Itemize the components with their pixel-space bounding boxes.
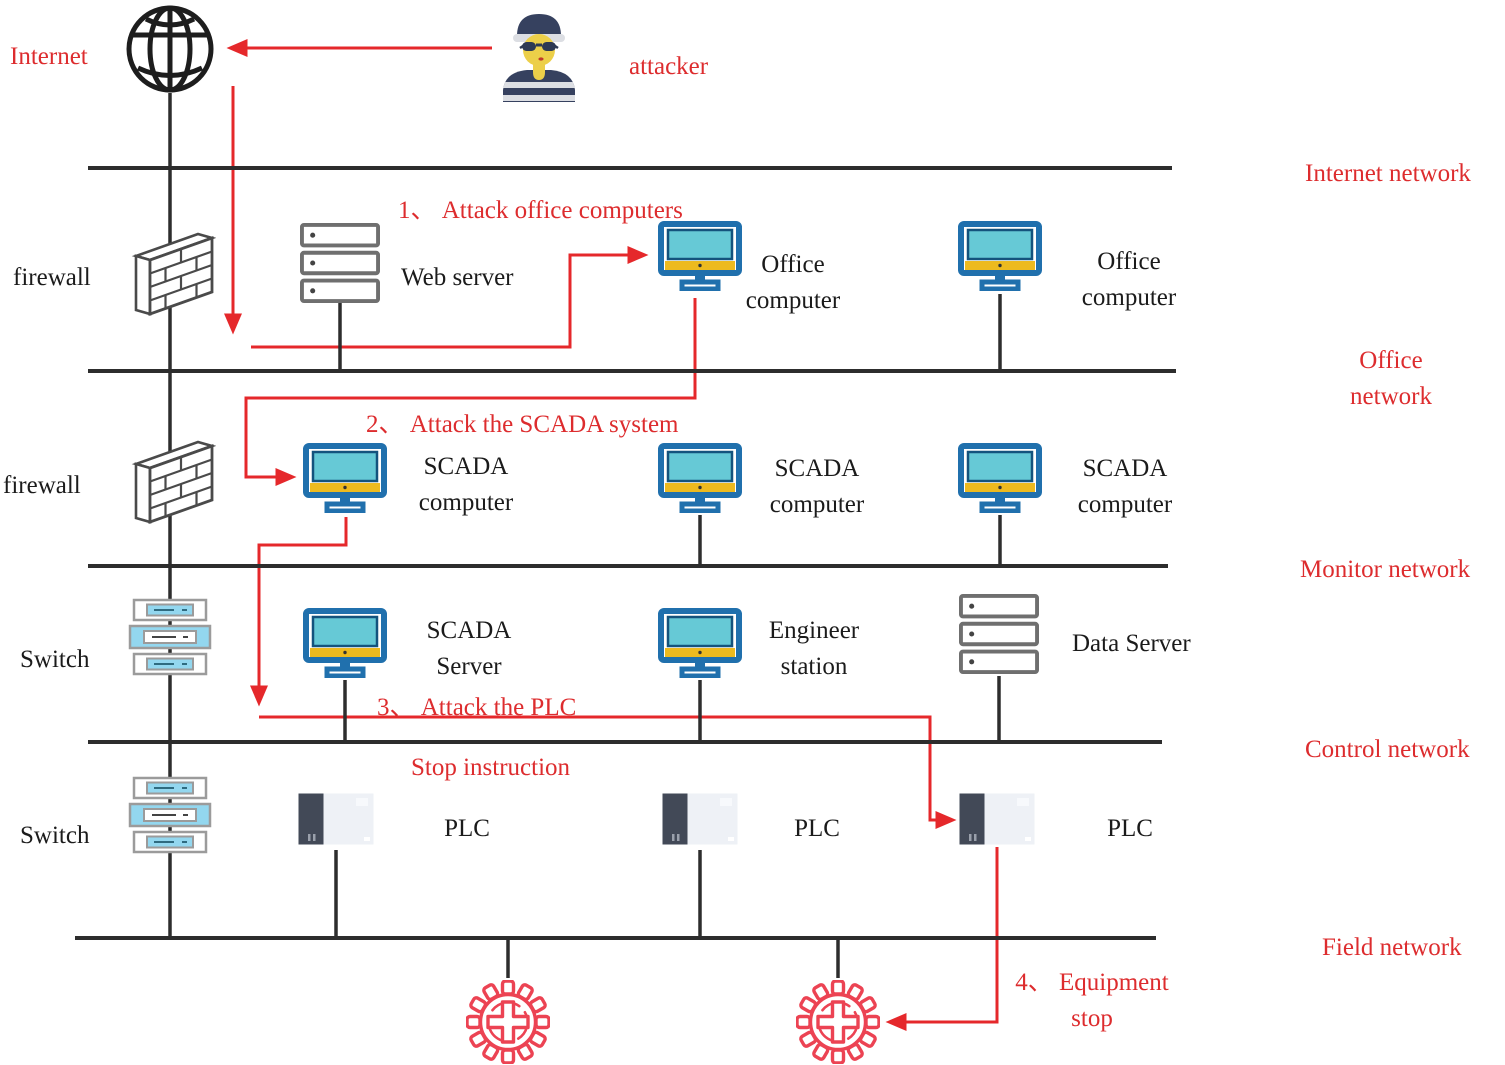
plc-1-label: PLC bbox=[444, 815, 490, 842]
scada-server-label: SCADA Server bbox=[426, 617, 512, 680]
attack-step4-label: 4、 Equipment stop bbox=[1015, 969, 1169, 1032]
attack-step3-label: 3、 Attack the PLC bbox=[377, 694, 577, 721]
firewall-icon bbox=[124, 222, 216, 318]
plc-3-label: PLC bbox=[1107, 815, 1153, 842]
office-computer-1-label: Office computer bbox=[745, 251, 841, 314]
engineer-station-label: Engineer station bbox=[768, 617, 860, 680]
plc-2-label: PLC bbox=[794, 815, 840, 842]
firewall-top-label: firewall bbox=[13, 264, 91, 291]
globe-icon bbox=[125, 4, 215, 94]
stop-instruction-label: Stop instruction bbox=[411, 754, 571, 781]
layer-label-control: Control network bbox=[1305, 736, 1470, 763]
gear-icon bbox=[466, 980, 550, 1064]
internet-label: Internet bbox=[10, 43, 88, 70]
plc-icon bbox=[959, 793, 1035, 845]
plc-icon bbox=[662, 793, 738, 845]
server-icon bbox=[299, 223, 381, 303]
layer-label-office: Office network bbox=[1350, 347, 1432, 410]
layer-label-monitor: Monitor network bbox=[1300, 556, 1471, 583]
computer-icon bbox=[303, 608, 387, 678]
layer-label-field: Field network bbox=[1322, 934, 1462, 961]
computer-icon bbox=[303, 443, 387, 513]
attack-arrow-step2 bbox=[244, 298, 697, 486]
attack-arrow-step3 bbox=[259, 715, 957, 829]
attack-arrow-to-control bbox=[250, 517, 348, 707]
gear-icon bbox=[796, 980, 880, 1064]
layer-label-internet: Internet network bbox=[1305, 160, 1471, 187]
attack-arrow-step4 bbox=[885, 847, 999, 1031]
attack-arrow-step1 bbox=[251, 246, 649, 349]
computer-icon bbox=[658, 443, 742, 513]
firewall-mid-label: firewall bbox=[3, 472, 81, 499]
switch-icon bbox=[127, 775, 213, 855]
data-server-label: Data Server bbox=[1072, 630, 1191, 657]
attack-step2-label: 2、 Attack the SCADA system bbox=[366, 411, 679, 438]
switch-monitor-label: Switch bbox=[20, 646, 90, 673]
computer-icon bbox=[958, 443, 1042, 513]
office-computer-2-label: Office computer bbox=[1081, 248, 1177, 311]
scada-computer-3-label: SCADA computer bbox=[1077, 455, 1173, 518]
attacker-icon bbox=[487, 4, 591, 106]
plc-icon bbox=[298, 793, 374, 845]
computer-icon bbox=[658, 608, 742, 678]
switch-control-label: Switch bbox=[20, 822, 90, 849]
firewall-icon bbox=[124, 430, 216, 526]
attacker-label: attacker bbox=[629, 53, 709, 80]
scada-computer-1-label: SCADA computer bbox=[418, 453, 514, 516]
attack-step1-label: 1、 Attack office computers bbox=[398, 197, 683, 224]
computer-icon bbox=[958, 221, 1042, 291]
scada-computer-2-label: SCADA computer bbox=[769, 455, 865, 518]
web-server-label: Web server bbox=[401, 264, 514, 291]
computer-icon bbox=[658, 221, 742, 291]
server-icon bbox=[958, 594, 1040, 674]
switch-icon bbox=[127, 597, 213, 677]
